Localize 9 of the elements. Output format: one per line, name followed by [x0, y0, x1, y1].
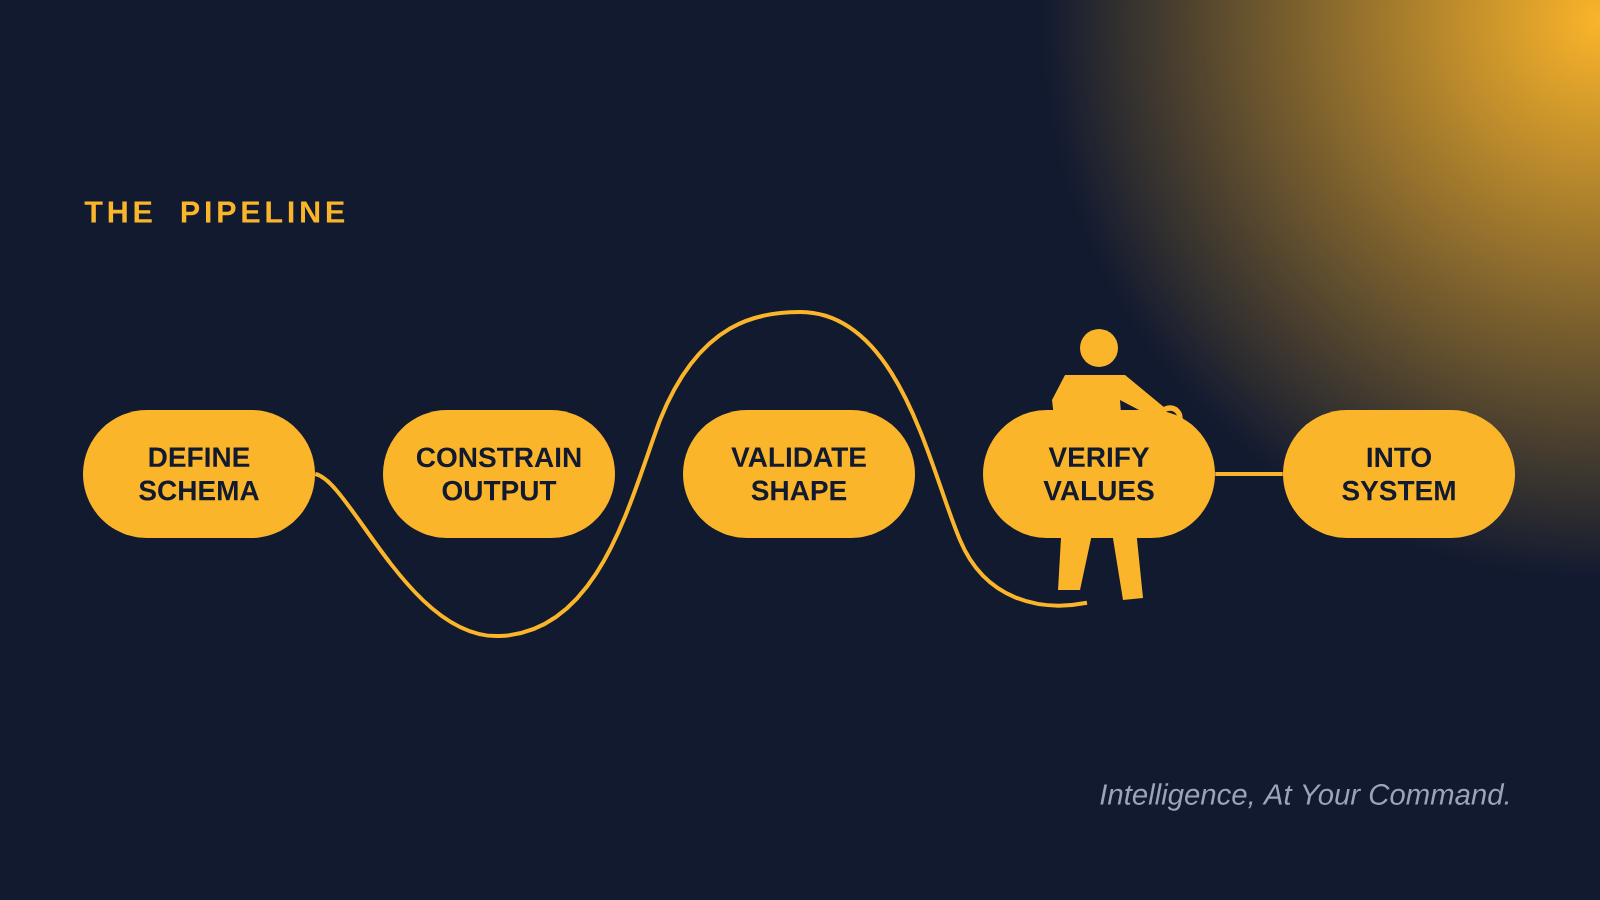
tagline: Intelligence, At Your Command. — [1100, 783, 1509, 811]
process-pill: CONSTRAIN OUTPUT — [383, 410, 615, 538]
process-pill: VERIFY VALUES — [983, 410, 1215, 538]
process-pill: DEFINE SCHEMA — [83, 410, 315, 538]
title: THE PIPELINE — [84, 201, 345, 223]
process-pill: VALIDATE SHAPE — [683, 410, 915, 538]
process-pill: INTO SYSTEM — [1283, 410, 1515, 538]
connector-line — [314, 310, 1088, 638]
connector-line — [1215, 472, 1283, 476]
